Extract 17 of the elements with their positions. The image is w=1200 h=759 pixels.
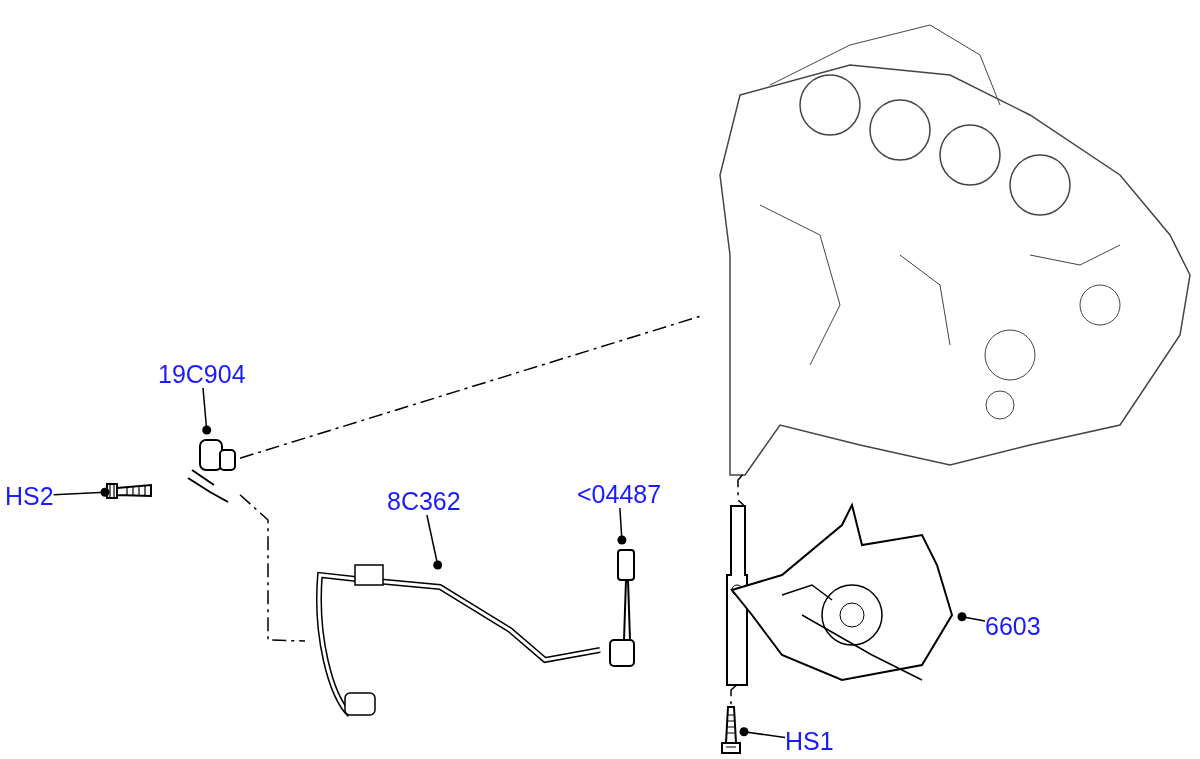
part-number: 8C362 [387,487,461,515]
assembly-line [737,474,745,506]
leader-line [617,507,627,545]
part-number: HS2 [5,482,54,510]
assembly-line [239,493,306,642]
assembly-line [239,315,701,459]
part-number: <04487 [577,480,662,508]
part-number: 19C904 [158,360,246,388]
leader-line [52,487,110,497]
part-number: 6603 [985,612,1041,640]
leader-line [739,727,786,739]
bolt-drawing [718,705,744,755]
part-number: HS1 [785,727,834,755]
leader-line [426,514,443,570]
assembly-line [730,684,738,706]
leader-line [202,387,212,435]
leader-line [957,612,986,622]
